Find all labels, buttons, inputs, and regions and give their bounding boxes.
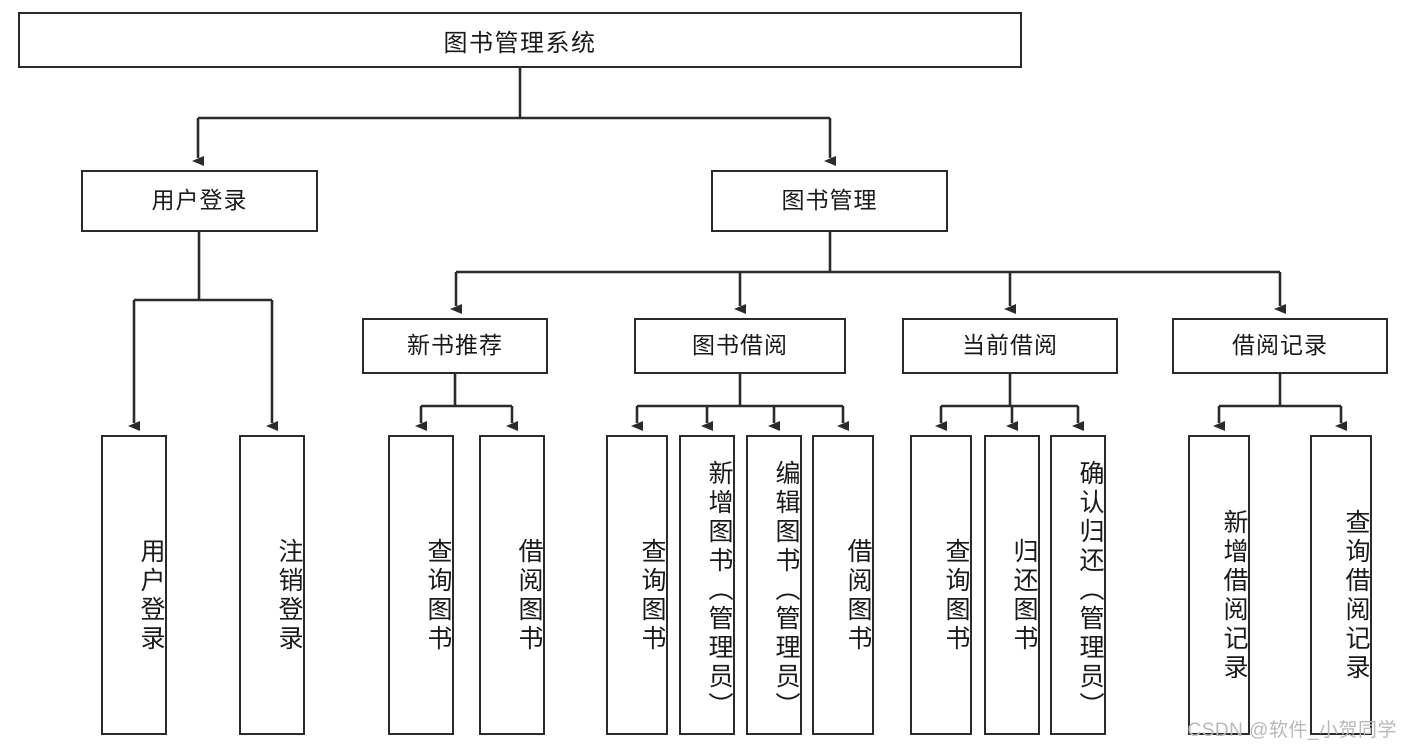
node-book-management[interactable]: 图书管理	[711, 170, 948, 232]
leaf-query-borrow-record[interactable]: 查询借阅记录	[1310, 435, 1372, 735]
node-root-system[interactable]: 图书管理系统	[18, 12, 1022, 68]
leaf-query-book-current[interactable]: 查询图书	[910, 435, 972, 735]
leaf-add-book-admin[interactable]: 新增图书（管理员）	[679, 435, 735, 735]
leaf-borrow-book-recommend[interactable]: 借阅图书	[479, 435, 545, 735]
watermark-text: CSDN @软件_小贺同学	[1187, 720, 1397, 741]
leaf-edit-book-admin[interactable]: 编辑图书（管理员）	[746, 435, 802, 735]
node-user-login[interactable]: 用户登录	[81, 170, 318, 232]
leaf-confirm-return-admin[interactable]: 确认归还（管理员）	[1050, 435, 1106, 735]
leaf-borrow-book[interactable]: 借阅图书	[812, 435, 874, 735]
leaf-query-book-recommend[interactable]: 查询图书	[388, 435, 454, 735]
leaf-return-book[interactable]: 归还图书	[984, 435, 1040, 735]
leaf-user-login[interactable]: 用户登录	[101, 435, 167, 735]
node-current-borrow[interactable]: 当前借阅	[902, 318, 1118, 374]
leaf-user-logout[interactable]: 注销登录	[239, 435, 305, 735]
node-book-borrow[interactable]: 图书借阅	[634, 318, 846, 374]
node-new-book-recommend[interactable]: 新书推荐	[362, 318, 548, 374]
leaf-add-borrow-record[interactable]: 新增借阅记录	[1188, 435, 1250, 735]
leaf-query-book-borrow[interactable]: 查询图书	[606, 435, 668, 735]
node-borrow-records[interactable]: 借阅记录	[1172, 318, 1388, 374]
